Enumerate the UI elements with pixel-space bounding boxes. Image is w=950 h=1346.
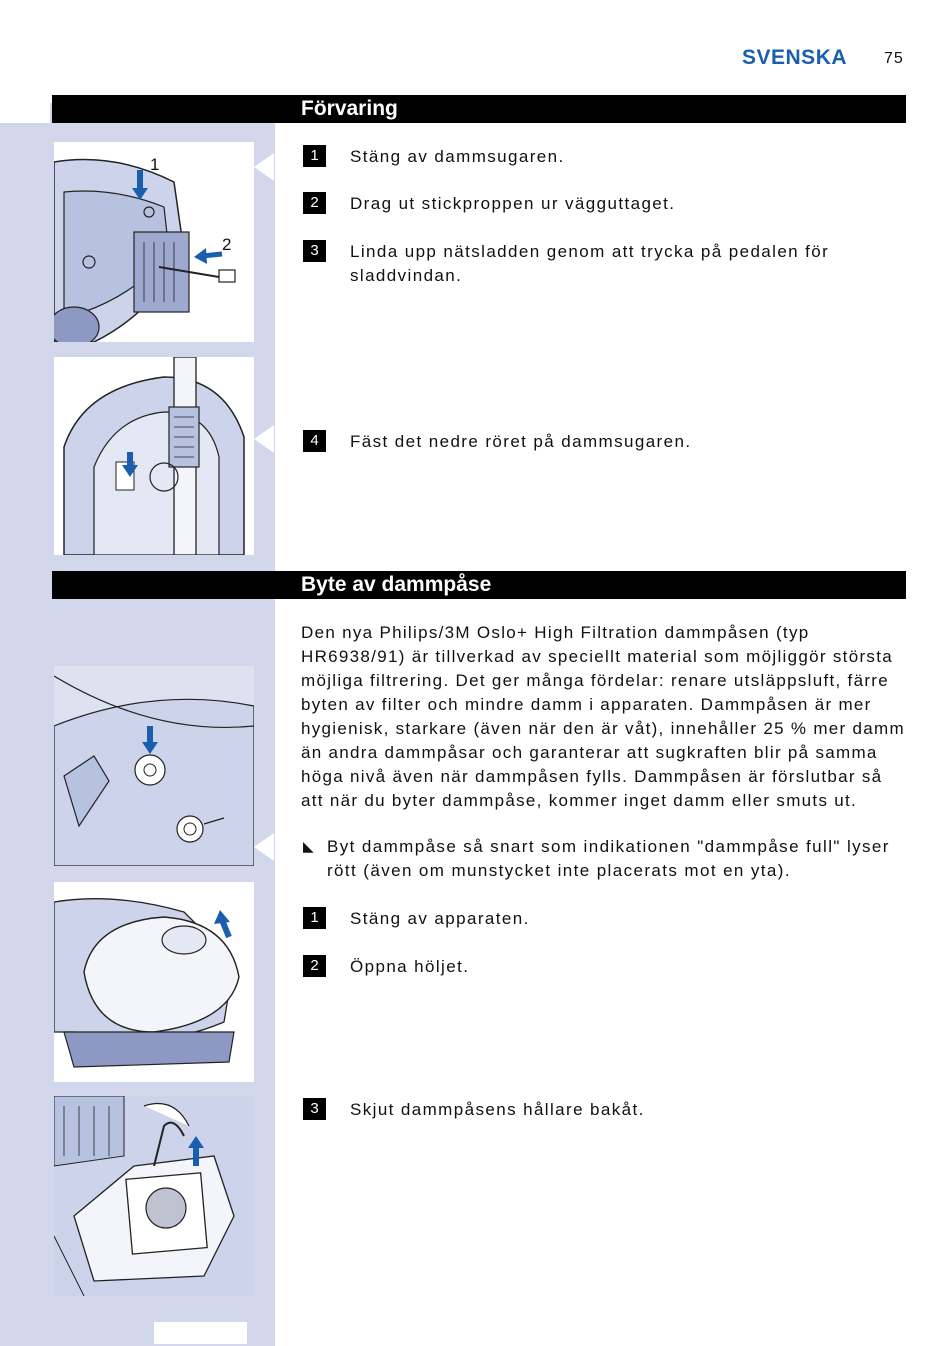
- step-number: 1: [303, 145, 326, 167]
- step-text: Fäst det nedre röret på dammsugaren.: [350, 432, 692, 451]
- figure-storage-unplug: [54, 142, 254, 342]
- step-text: Öppna höljet.: [350, 957, 470, 976]
- step-number: 4: [303, 430, 326, 452]
- figure-storage-tube-park: [54, 357, 254, 555]
- page-number: 75: [884, 50, 904, 67]
- bullet-icon: ◣: [303, 838, 314, 854]
- step-text: Skjut dammpåsens hållare bakåt.: [350, 1100, 645, 1119]
- intro-paragraph: Den nya Philips/3M Oslo+ High Filtration…: [301, 623, 905, 810]
- figure-pointer: [254, 153, 274, 181]
- language-label: SVENSKA: [742, 46, 848, 69]
- section-title-bag-change: Byte av dammpåse: [301, 573, 492, 596]
- section-bar-bag-change: [52, 571, 906, 599]
- step-number: 3: [303, 240, 326, 262]
- bullet-text: Byt dammpåse så snart som indikationen "…: [327, 837, 890, 880]
- figure-pointer: [254, 833, 274, 861]
- section-bar-storage: [52, 95, 906, 123]
- footer-box: [154, 1322, 247, 1344]
- step-text: Stäng av dammsugaren.: [350, 147, 565, 166]
- figure-pointer: [254, 425, 274, 453]
- step-number: 1: [303, 907, 326, 929]
- sidebar-notch: [0, 103, 50, 123]
- step-number: 2: [303, 192, 326, 214]
- figure-label-2: 2: [222, 235, 232, 254]
- figure-label-1: 1: [150, 155, 160, 174]
- figure-bag-full-indicator: [54, 666, 254, 866]
- section-title-storage: Förvaring: [301, 97, 398, 120]
- step-text: Stäng av apparaten.: [350, 909, 530, 928]
- figure-bag-holder: [54, 1096, 254, 1296]
- step-text: Linda upp nätsladden genom att trycka på…: [350, 242, 830, 285]
- step-number: 2: [303, 955, 326, 977]
- figure-open-cover: [54, 882, 254, 1082]
- step-number: 3: [303, 1098, 326, 1120]
- step-text: Drag ut stickproppen ur vägguttaget.: [350, 194, 676, 213]
